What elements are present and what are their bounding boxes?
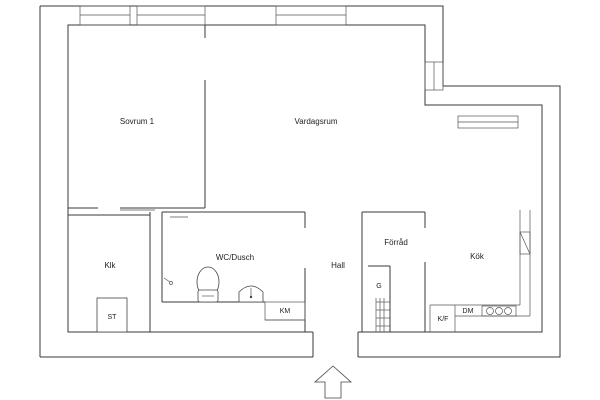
fixture-label-st: ST	[108, 314, 118, 321]
room-label-klk: Klk	[104, 261, 116, 270]
fixture-label-km: KM	[280, 308, 291, 315]
room-label-sovrum: Sovrum 1	[120, 117, 155, 126]
kitchen-window	[457, 115, 519, 129]
top-windows	[79, 5, 347, 26]
storage-shelves	[375, 298, 390, 332]
side-window	[424, 61, 444, 91]
toilet-icon	[196, 266, 220, 303]
kitchen-counters	[429, 210, 531, 332]
room-label-kok: Kök	[470, 252, 485, 261]
entrance-opening	[312, 332, 359, 357]
st-cabinet	[96, 297, 128, 333]
room-label-forrad: Förråd	[384, 238, 408, 247]
shower-head-icon	[163, 277, 173, 285]
entrance-arrow-icon	[313, 365, 353, 399]
room-label-vardagsrum: Vardagsrum	[295, 117, 338, 126]
fixture-label-dm: DM	[463, 308, 474, 315]
interior-walls	[68, 25, 426, 332]
sink-icon	[238, 285, 264, 303]
fixture-label-g: G	[376, 283, 381, 290]
outer-wall-outer	[40, 5, 561, 358]
room-label-hall: Hall	[331, 261, 345, 270]
stove-icon	[481, 305, 517, 317]
fixture-label-kf: K/F	[438, 316, 449, 323]
room-label-wc: WC/Dusch	[216, 253, 254, 262]
